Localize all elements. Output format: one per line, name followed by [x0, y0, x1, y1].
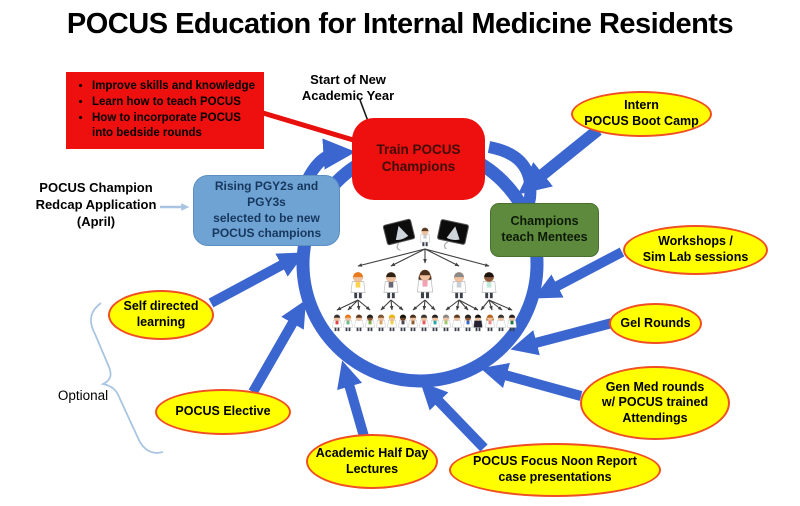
arrow-intern-to-cycle: [517, 125, 602, 195]
activity-self-directed: Self directed learning: [108, 290, 214, 340]
goals-box: Improve skills and knowledge Learn how t…: [66, 72, 264, 149]
arrow-gel-to-cycle: [510, 318, 614, 356]
arrow-self-to-cycle: [208, 252, 306, 308]
redcap-application-label: POCUS Champion Redcap Application (April…: [35, 180, 157, 229]
node-rising-pgy-selection: Rising PGY2s and PGY3s selected to be ne…: [193, 175, 340, 246]
arrow-academic-to-cycle: [337, 360, 370, 442]
activity-academic-half-day: Academic Half Day Lectures: [306, 434, 438, 489]
optional-label: Optional: [57, 388, 109, 403]
goal-item: Learn how to teach POCUS: [92, 95, 258, 111]
node-train-pocus-champions: Train POCUS Champions: [352, 118, 485, 200]
activity-noon-report: POCUS Focus Noon Report case presentatio…: [449, 443, 661, 497]
arrow-elective-to-cycle: [248, 299, 306, 395]
arrow-noon-to-cycle: [420, 381, 488, 452]
activity-gel-rounds: Gel Rounds: [609, 303, 702, 344]
activity-workshops-sim-lab: Workshops / Sim Lab sessions: [623, 225, 768, 275]
arrow-genmed-to-cycle: [480, 362, 583, 401]
slide-title: POCUS Education for Internal Medicine Re…: [66, 8, 734, 40]
doctors-hierarchy-illustration: [332, 218, 517, 332]
activity-gen-med-rounds: Gen Med rounds w/ POCUS trained Attendin…: [580, 366, 730, 440]
goal-item: Improve skills and knowledge: [92, 79, 258, 95]
goal-item: How to incorporate POCUS into bedside ro…: [92, 111, 258, 142]
connector-goals-to-train: [262, 110, 361, 145]
activity-pocus-elective: POCUS Elective: [155, 389, 291, 435]
activity-intern-boot-camp: Intern POCUS Boot Camp: [571, 91, 712, 137]
node-champions-teach-mentees: Champions teach Mentees: [490, 203, 599, 257]
optional-brace: [90, 302, 164, 454]
arrow-workshops-to-cycle: [533, 247, 625, 299]
start-of-year-label: Start of New Academic Year: [301, 72, 395, 103]
